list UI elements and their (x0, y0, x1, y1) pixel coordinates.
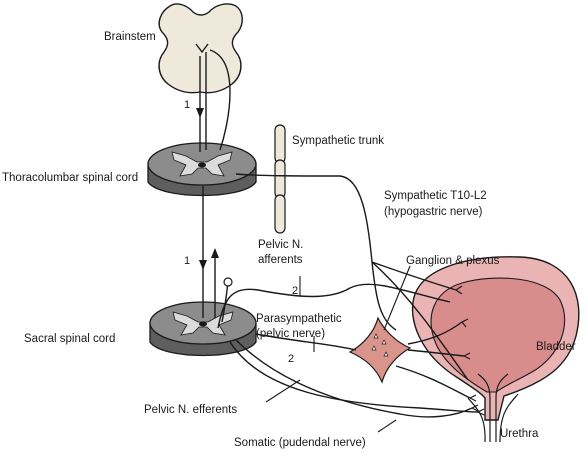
parasympathetic-pelvic-nerve (255, 333, 357, 351)
arrow-down-upper (196, 108, 204, 118)
label-sympathetic-t10-l2: Sympathetic T10-L2 (384, 190, 487, 202)
sympathetic-trunk-segment (274, 159, 286, 199)
brainstem-terminal (195, 43, 209, 54)
thoracolumbar-canal (198, 162, 206, 168)
label-sympathetic-trunk: Sympathetic trunk (292, 135, 384, 147)
bladder-lumen (430, 277, 566, 393)
somatic-pudendal-nerve (229, 341, 479, 413)
sympathetic-bladder-branch (371, 261, 457, 291)
pathway-number: 2 (292, 285, 298, 297)
pathway-number: 1 (184, 255, 190, 267)
pelvic-efferent (235, 339, 473, 418)
leader-somatic (377, 419, 397, 433)
ganglion-cells (371, 333, 389, 357)
label-brainstem: Brainstem (104, 31, 156, 43)
label-urethra: Urethra (500, 428, 539, 440)
pathway-number: 2 (288, 353, 294, 365)
sympathetic-trunk-segment (274, 124, 286, 164)
label-hypogastric-nerve: (hypogastric nerve) (384, 206, 483, 218)
sacral-cord (149, 301, 257, 357)
brainstem (158, 3, 243, 94)
label-pelvic-n: Pelvic N. (258, 239, 303, 251)
label-bladder: Bladder (536, 341, 576, 353)
label-somatic: Somatic (pudendal nerve) (234, 437, 366, 449)
label-sacral-cord: Sacral spinal cord (24, 333, 115, 345)
arrow-down-lower (199, 260, 207, 270)
sympathetic-urethra-branch (371, 261, 469, 381)
brainstem-loop (209, 49, 231, 151)
thoracolumbar-cord (147, 142, 257, 197)
arrow-up-lower (211, 248, 219, 258)
label-ganglion-plexus: Ganglion & plexus (406, 255, 500, 267)
pathway-number: 1 (184, 99, 190, 111)
label-parasympathetic: Parasympathetic (256, 313, 342, 325)
parasympathetic-to-urethra (395, 365, 471, 399)
urethra-lumen (477, 373, 491, 442)
leader-pelvic-efferents (265, 379, 301, 403)
leader-lines (265, 265, 411, 433)
label-thoracolumbar-cord: Thoracolumbar spinal cord (2, 172, 138, 184)
nerve-terminals (455, 285, 485, 416)
label-pelvic-n-efferents: Pelvic N. efferents (144, 404, 237, 416)
label-afferents: afferents (258, 254, 303, 266)
parasympathetic-to-bladder (407, 321, 463, 345)
urethra-sphincter (467, 397, 486, 443)
bladder (411, 256, 580, 443)
dorsal-root-ganglion-icon (223, 277, 233, 287)
arrowheads (196, 108, 219, 270)
parasympathetic-to-bladder (407, 349, 465, 357)
sympathetic-trunk-segment (274, 194, 286, 234)
sacral-canal (199, 321, 207, 327)
sympathetic-nerve (235, 173, 397, 331)
sympathetic-trunk (274, 124, 286, 234)
brainstem-shape (158, 3, 243, 94)
label-pelvic-nerve: (pelvic nerve) (256, 328, 325, 340)
nerve-pathways (199, 49, 479, 418)
urethra-lumen (495, 373, 509, 442)
pelvic-afferent (217, 283, 451, 329)
ganglion-plexus (348, 316, 412, 384)
leader-ganglion (383, 265, 411, 331)
urethra-sphincter (499, 393, 519, 443)
